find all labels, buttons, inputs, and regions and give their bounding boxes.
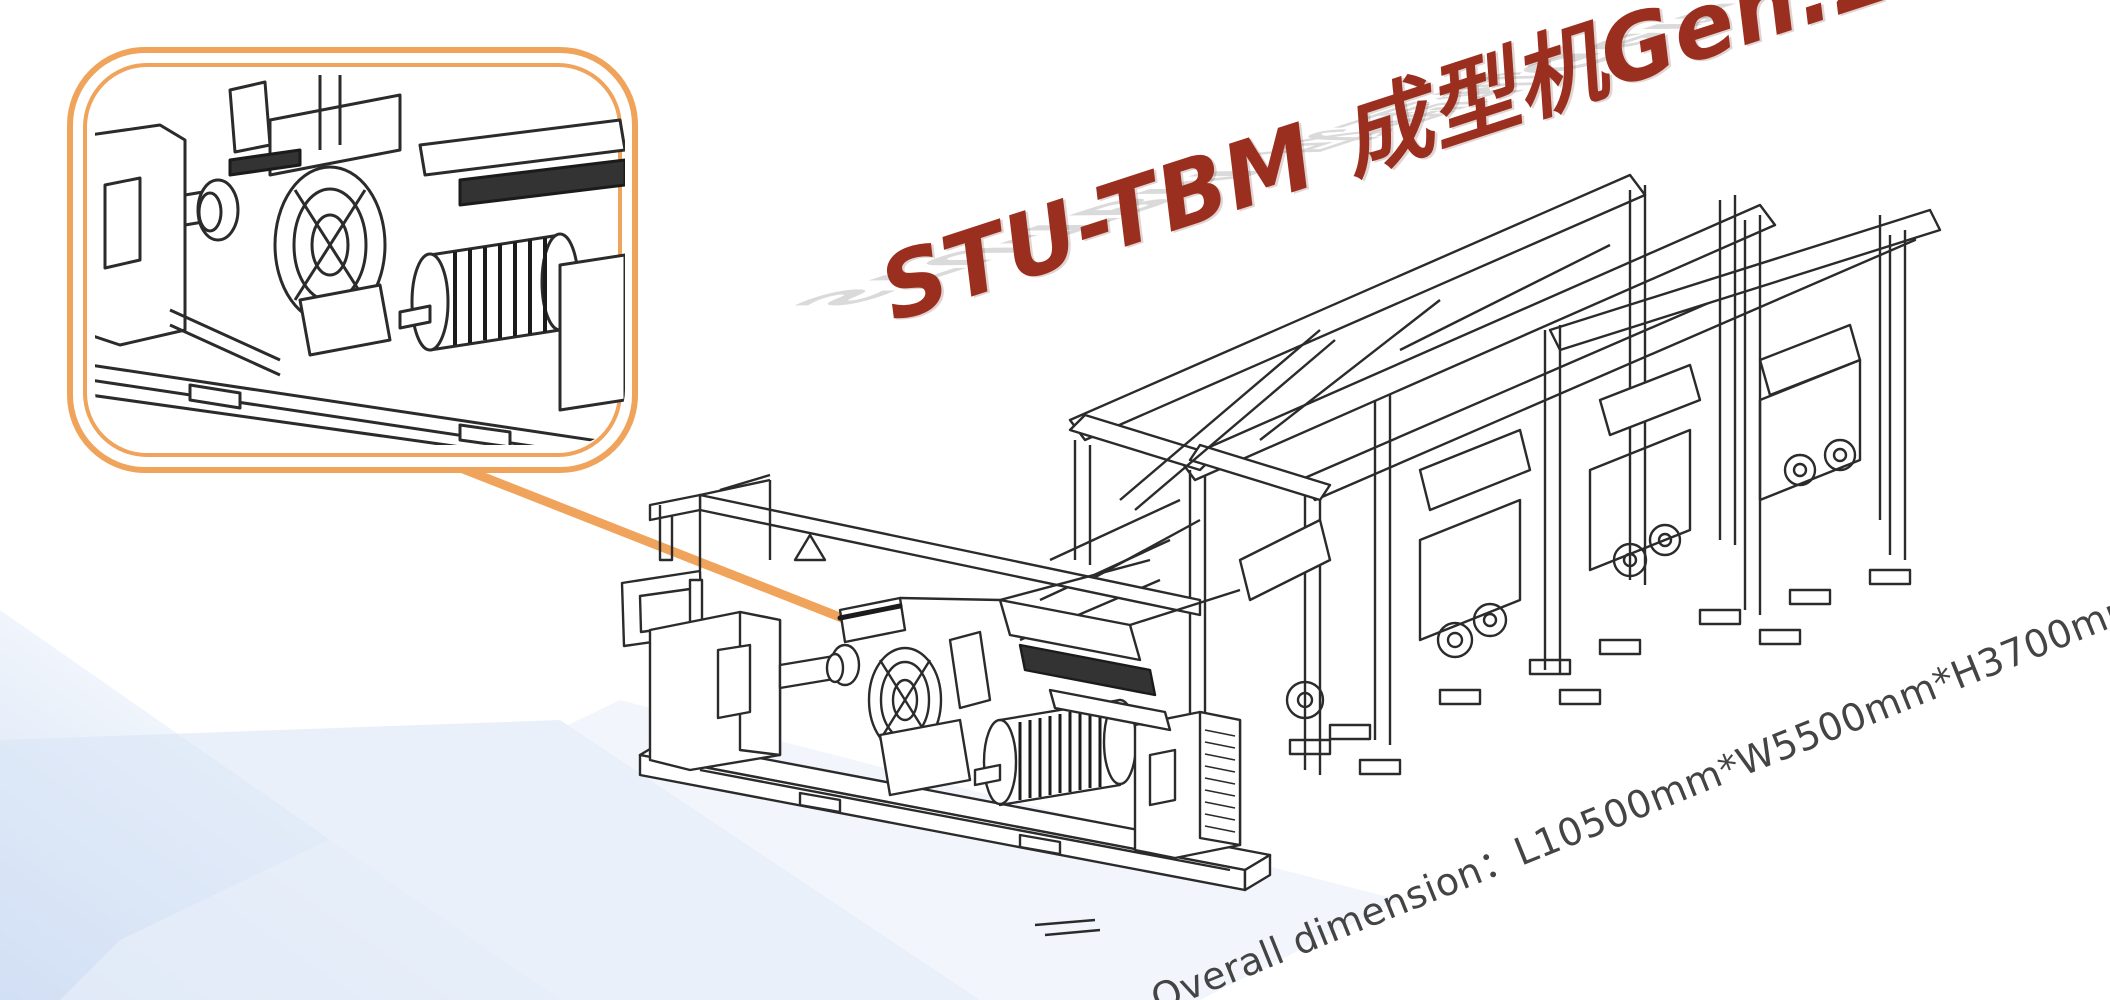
background-wedge-3 (60, 700, 1400, 1000)
main-machine (620, 173, 1942, 937)
callout-connector (418, 447, 862, 630)
zoom-callout (67, 47, 638, 473)
